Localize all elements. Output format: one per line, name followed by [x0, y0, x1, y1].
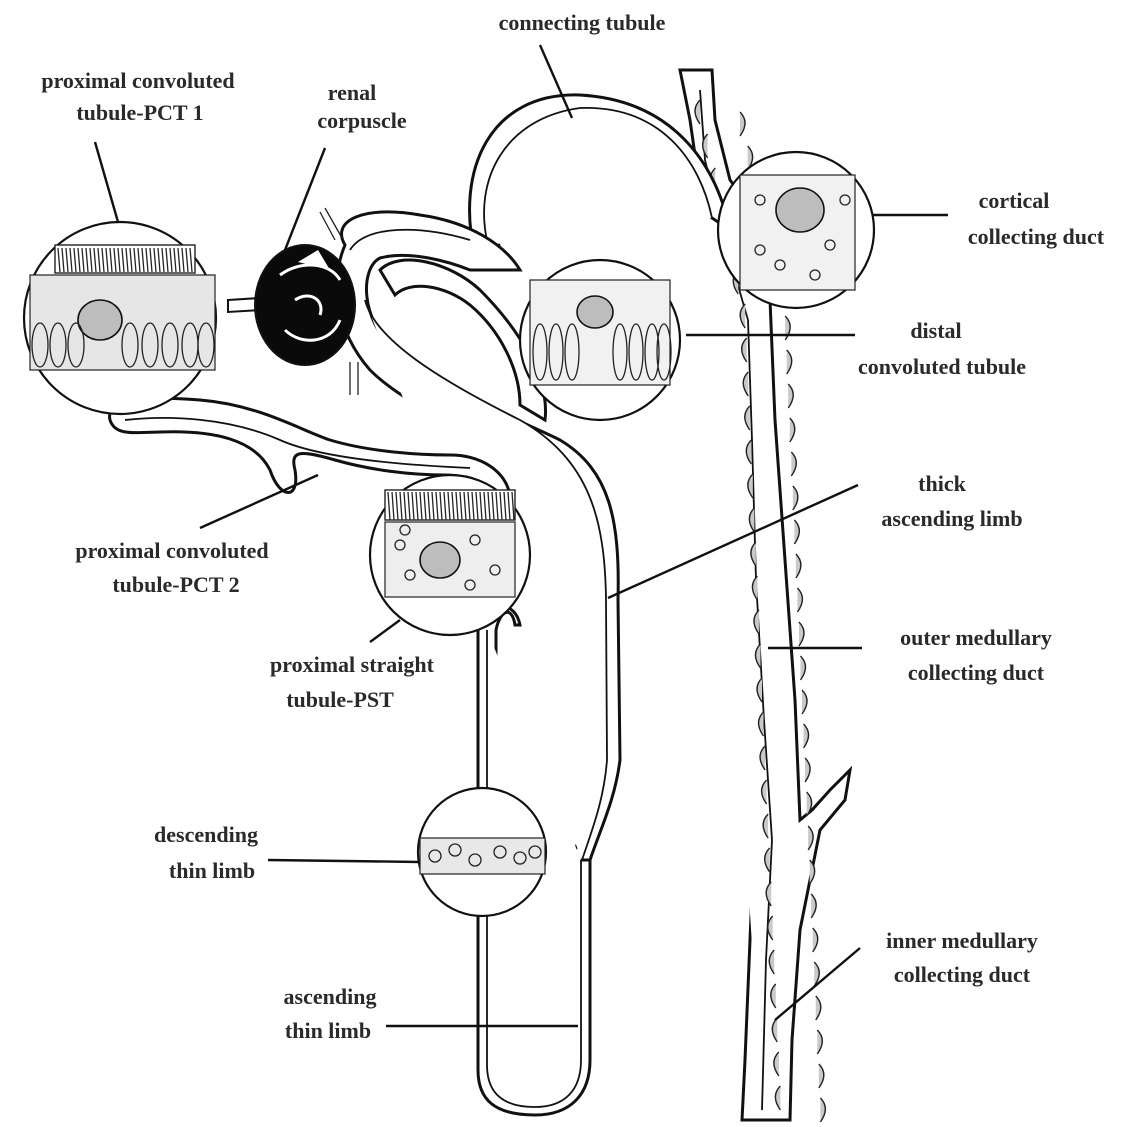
- label-pct2-line2: tubule-PCT 2: [112, 572, 239, 597]
- label-pst-line1: proximal straight: [270, 652, 435, 677]
- epithelial-cell: [800, 656, 805, 680]
- dct-inset: [520, 260, 680, 420]
- label-cortical-cd-line1: cortical: [979, 188, 1050, 213]
- renal-corpuscle: [228, 208, 358, 395]
- label-pst-line2: tubule-PST: [286, 687, 394, 712]
- desc-thin-inset: [418, 788, 546, 916]
- label-connecting-tubule: connecting tubule: [499, 10, 666, 35]
- pct1-inset: [24, 222, 216, 414]
- epithelial-cell: [813, 928, 818, 952]
- epithelial-cell: [785, 316, 790, 340]
- epithelial-cell: [796, 554, 801, 578]
- epithelial-cell: [799, 622, 804, 646]
- label-pct2-line1: proximal convoluted: [75, 538, 268, 563]
- epithelial-cell: [793, 486, 798, 510]
- label-asc-thin-line2: thin limb: [285, 1018, 371, 1043]
- epithelial-cell: [790, 418, 795, 442]
- label-cortical-cd-line2: collecting duct: [968, 224, 1105, 249]
- cortical-cd-inset: [718, 152, 874, 308]
- epithelial-cell: [819, 1064, 824, 1088]
- label-inner-med-line1: inner medullary: [886, 928, 1038, 953]
- epithelial-cell: [804, 724, 809, 748]
- label-thick-asc-line1: thick: [918, 471, 966, 496]
- label-pct1-line1: proximal convoluted: [41, 68, 234, 93]
- epithelial-cell: [791, 452, 796, 476]
- epithelial-cell: [820, 1098, 825, 1122]
- label-inner-med-line2: collecting duct: [894, 962, 1031, 987]
- label-desc-thin-line1: descending: [154, 822, 258, 847]
- label-outer-med-line1: outer medullary: [900, 625, 1052, 650]
- label-dct-line2: convoluted tubule: [858, 354, 1026, 379]
- label-pct1-line2: tubule-PCT 1: [76, 100, 203, 125]
- pst-inset: [370, 475, 530, 635]
- epithelial-cell: [816, 996, 821, 1020]
- label-thick-asc-line2: ascending limb: [881, 506, 1022, 531]
- epithelial-cell: [817, 1030, 822, 1054]
- label-asc-thin-line1: ascending: [284, 984, 377, 1009]
- epithelial-cell: [787, 350, 792, 374]
- label-outer-med-line2: collecting duct: [908, 660, 1045, 685]
- label-dct-line1: distal: [910, 318, 961, 343]
- label-renal-corpuscle-line1: renal: [328, 80, 376, 105]
- label-desc-thin-line2: thin limb: [169, 858, 255, 883]
- epithelial-cell: [740, 112, 745, 136]
- epithelial-cell: [797, 588, 802, 612]
- epithelial-cell: [811, 894, 816, 918]
- epithelial-cell: [802, 690, 807, 714]
- label-renal-corpuscle-line2: corpuscle: [317, 108, 406, 133]
- epithelial-cell: [805, 758, 810, 782]
- epithelial-cell: [794, 520, 799, 544]
- epithelial-cell: [788, 384, 793, 408]
